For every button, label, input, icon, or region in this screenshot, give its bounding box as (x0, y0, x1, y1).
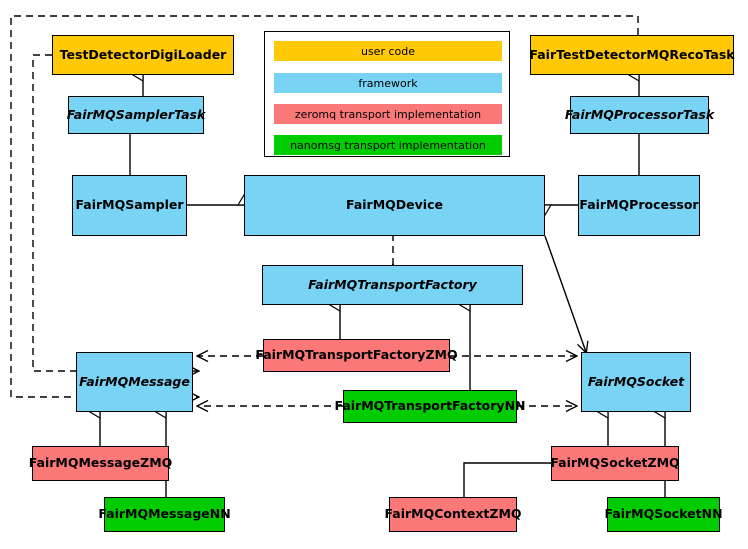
legend-label: user code (360, 44, 416, 58)
class-node-fairtestdetectormqrecotask[interactable]: FairTestDetectorMQRecoTask (529, 35, 735, 75)
class-node-label: FairMQContextZMQ (384, 506, 522, 522)
class-node-fairmqmessagezmq[interactable]: FairMQMessageZMQ (29, 446, 172, 481)
class-node-label: FairMQSocket (587, 373, 685, 389)
legend-item-nanomsg: nanomsg transport implementation (274, 135, 502, 155)
legend-item-zeromq: zeromq transport implementation (274, 104, 502, 124)
class-node-label: FairMQTransportFactory (308, 276, 477, 292)
class-node-label: FairMQMessage (79, 373, 190, 389)
class-node-label: FairMQMessageZMQ (28, 455, 173, 471)
class-node-label: FairMQSamplerTask (66, 106, 206, 122)
class-node-fairmqcontextzmq[interactable]: FairMQContextZMQ (384, 497, 522, 532)
legend-item-user-code: user code (274, 41, 502, 61)
class-node-label: FairMQDevice (346, 197, 443, 213)
legend-label: framework (358, 76, 418, 90)
class-node-testdetectordigiloader[interactable]: TestDetectorDigiLoader (52, 35, 234, 75)
legend-panel: user code framework zeromq transport imp… (264, 31, 510, 157)
class-node-fairmqsocketzmq[interactable]: FairMQSocketZMQ (550, 446, 680, 481)
class-node-fairmqtransportfactory[interactable]: FairMQTransportFactory (262, 265, 523, 305)
class-node-label: FairTestDetectorMQRecoTask (529, 46, 735, 62)
association-edges (129, 134, 640, 497)
class-node-label: FairMQSampler (75, 197, 184, 213)
class-node-fairmqsampler[interactable]: FairMQSampler (72, 175, 187, 236)
class-node-label: FairMQProcessorTask (564, 106, 715, 122)
class-node-fairmqprocessortask[interactable]: FairMQProcessorTask (565, 96, 714, 134)
dependency-edges (10, 15, 639, 406)
legend-item-framework: framework (274, 73, 502, 93)
class-node-label: FairMQTransportFactoryZMQ (255, 347, 458, 363)
class-node-fairmqprocessor[interactable]: FairMQProcessor (578, 175, 700, 236)
class-node-fairmqsocket[interactable]: FairMQSocket (581, 352, 691, 412)
class-node-fairmqtransportfactoryzmq[interactable]: FairMQTransportFactoryZMQ (255, 339, 458, 372)
class-node-fairmqdevice[interactable]: FairMQDevice (244, 175, 545, 236)
class-node-fairmqmessage[interactable]: FairMQMessage (76, 352, 193, 412)
class-node-label: FairMQSocketNN (604, 506, 723, 522)
class-node-label: FairMQTransportFactoryNN (334, 398, 526, 414)
class-node-fairmqsamplertask[interactable]: FairMQSamplerTask (66, 96, 206, 134)
generalization-edges (100, 75, 666, 497)
class-node-label: TestDetectorDigiLoader (59, 46, 227, 62)
class-node-label: FairMQSocketZMQ (550, 455, 680, 471)
class-node-label: FairMQProcessor (579, 197, 699, 213)
legend-label: nanomsg transport implementation (290, 138, 486, 152)
legend-label: zeromq transport implementation (294, 107, 482, 121)
class-node-label: FairMQMessageNN (98, 506, 231, 522)
class-node-fairmqmessagenn[interactable]: FairMQMessageNN (98, 497, 231, 532)
class-node-fairmqtransportfactorynn[interactable]: FairMQTransportFactoryNN (335, 390, 526, 423)
class-node-fairmqsocketnn[interactable]: FairMQSocketNN (604, 497, 723, 532)
